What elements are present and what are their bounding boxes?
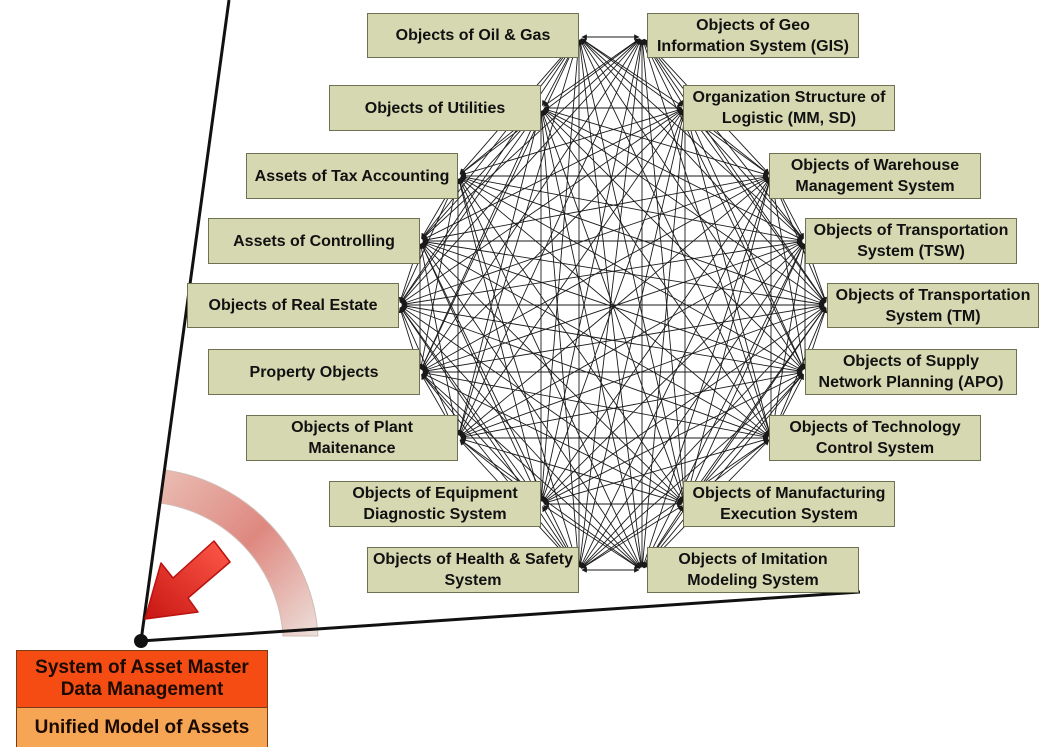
connection-equipment_diagnostic-real_estate (400, 306, 540, 503)
system-box[interactable]: System of Asset Master Data Management U… (16, 650, 268, 747)
node-controlling[interactable]: Assets of Controlling (208, 218, 420, 264)
node-label: Property Objects (249, 363, 379, 381)
connection-manufacturing-tax_accounting (459, 178, 684, 502)
system-subtitle: Unified Model of Assets (17, 708, 267, 747)
node-label: Objects of Health & Safety System (372, 551, 574, 589)
connection-plant_maintenance-utilities (457, 110, 542, 436)
node-utilities[interactable]: Objects of Utilities (329, 85, 541, 131)
node-label: Objects of Technology Control System (789, 419, 961, 457)
node-label: Assets of Tax Accounting (254, 167, 450, 185)
node-imitation-modeling[interactable]: Objects of Imitation Modeling System (647, 547, 859, 593)
connection-org_structure-imitation_modeling (640, 110, 687, 568)
cone-line-upper (139, 0, 231, 642)
node-label: Objects of Real Estate (208, 297, 378, 314)
node-label: Assets of Controlling (233, 232, 395, 250)
node-equipment-diagnostic[interactable]: Objects of Equipment Diagnostic System (329, 481, 541, 527)
node-label: Objects of Transportation System (TSW) (813, 222, 1009, 260)
node-label: Objects of Utilities (364, 99, 506, 117)
node-property[interactable]: Property Objects (208, 349, 420, 395)
node-label: Objects of Transportation System (TM) (835, 286, 1031, 325)
node-org-structure[interactable]: Organization Structure of Logistic (MM, … (683, 85, 895, 131)
connection-imitation_modeling-utilities (540, 110, 643, 568)
system-title: System of Asset Master Data Management (17, 651, 267, 708)
node-plant-maintenance[interactable]: Objects of Plant Maitenance (246, 415, 458, 461)
node-technology-control[interactable]: Objects of Technology Control System (769, 415, 981, 461)
node-real-estate[interactable]: Objects of Real Estate (187, 283, 399, 328)
pointer-arrow-icon (144, 540, 231, 620)
connection-transport_tsw-real_estate (401, 239, 803, 307)
node-label: Objects of Geo Information System (GIS) (656, 16, 850, 55)
node-manufacturing[interactable]: Objects of Manufacturing Execution Syste… (683, 481, 895, 527)
node-label: Objects of Warehouse Management System (790, 157, 960, 195)
node-label: Objects of Supply Network Planning (APO) (818, 353, 1004, 391)
connection-supply_network-real_estate (401, 303, 803, 374)
connection-transport_tsw-plant_maintenance (460, 242, 803, 437)
node-label: Objects of Equipment Diagnostic System (352, 485, 518, 523)
focus-point (134, 634, 148, 648)
connection-gis-controlling (421, 38, 641, 240)
node-label: Objects of Manufacturing Execution Syste… (692, 485, 886, 523)
node-oil-gas[interactable]: Objects of Oil & Gas (367, 13, 579, 58)
connection-supply_network-health_safety (580, 373, 804, 569)
node-gis[interactable]: Objects of Geo Information System (GIS) (647, 13, 859, 58)
cone-line-lower (140, 590, 861, 643)
node-transport-tsw[interactable]: Objects of Transportation System (TSW) (805, 218, 1017, 264)
node-label: Objects of Plant Maitenance (291, 419, 413, 457)
focus-arc (159, 469, 319, 637)
node-tax-accounting[interactable]: Assets of Tax Accounting (246, 153, 458, 199)
node-transport-tm[interactable]: Objects of Transportation System (TM) (827, 283, 1039, 328)
connection-supply_network-utilities (542, 109, 804, 371)
connection-oil_gas-controlling (421, 38, 578, 240)
node-label: Objects of Imitation Modeling System (678, 551, 828, 589)
node-label: Objects of Oil & Gas (395, 27, 551, 44)
connection-warehouse-manufacturing (684, 178, 772, 502)
connection-transport_tm-controlling (422, 239, 825, 307)
node-warehouse[interactable]: Objects of Warehouse Management System (769, 153, 981, 199)
connection-org_structure-supply_network (685, 110, 805, 370)
connection-gis-utilities (543, 38, 640, 107)
connection-health_safety-utilities (538, 110, 582, 568)
connection-org_structure-plant_maintenance (459, 110, 684, 436)
node-health-safety[interactable]: Objects of Health & Safety System (367, 547, 579, 593)
node-supply-network[interactable]: Objects of Supply Network Planning (APO) (805, 349, 1017, 395)
node-label: Organization Structure of Logistic (MM, … (692, 89, 886, 127)
